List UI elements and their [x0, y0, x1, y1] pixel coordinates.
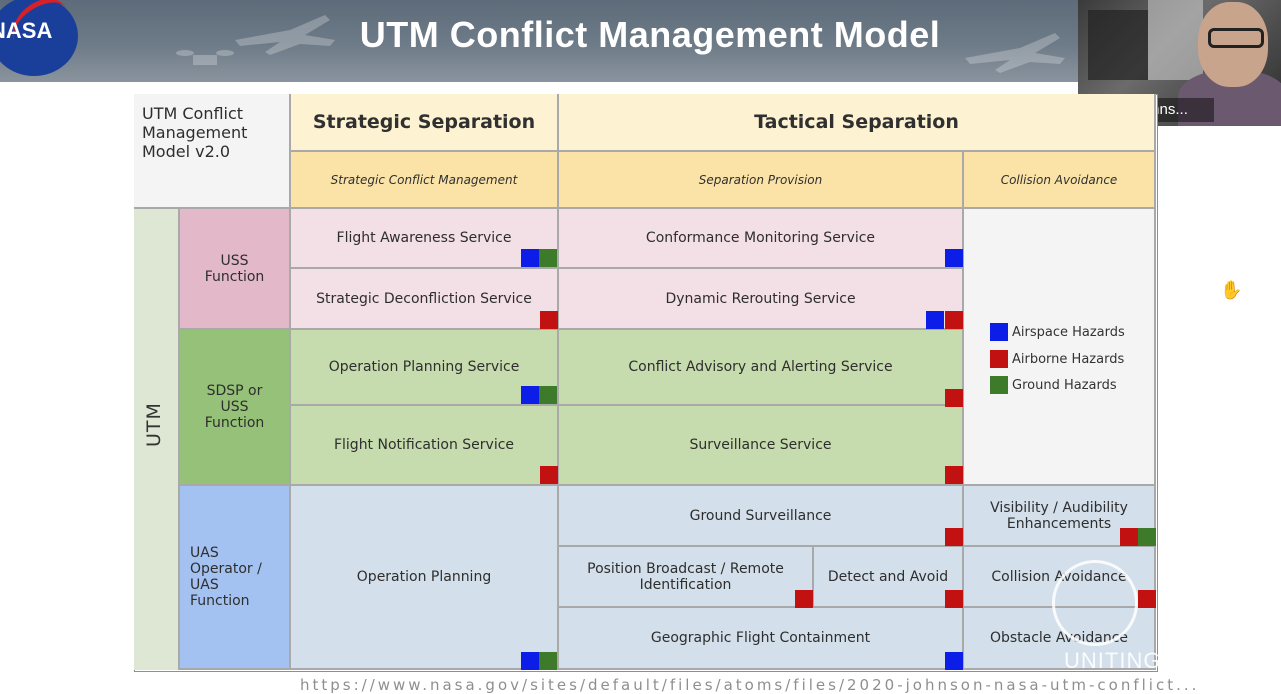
- legend-ground-hazards: Ground Hazards: [990, 376, 1117, 394]
- cell-visibility-audibility: Visibility / Audibility Enhancements: [964, 486, 1156, 547]
- visibility-text: Visibility / Audibility Enhancements: [990, 499, 1128, 532]
- hazard-airspace-marker: [521, 249, 539, 267]
- operation-planning-service-text: Operation Planning Service: [328, 359, 520, 375]
- legend-ground-swatch: [990, 376, 1008, 394]
- cell-flight-awareness-service: Flight Awareness Service: [291, 209, 559, 269]
- slide-title: UTM Conflict Management Model: [359, 14, 941, 55]
- cell-dynamic-rerouting-service: Dynamic Rerouting Service: [559, 269, 964, 330]
- legend-airborne-text: Airborne Hazards: [1012, 351, 1125, 367]
- video-background-shelf: [1088, 10, 1148, 80]
- legend-airborne-swatch: [990, 350, 1008, 368]
- hazard-airborne-marker: [540, 466, 558, 484]
- hazard-airborne-marker: [945, 466, 963, 484]
- legend-airborne-hazards: Airborne Hazards: [990, 350, 1124, 368]
- header-strategic-separation-text: Strategic Separation: [312, 111, 536, 133]
- hazard-ground-marker: [539, 249, 557, 267]
- airplane-silhouette-right: [965, 33, 1065, 73]
- cell-operation-planning-service: Operation Planning Service: [291, 330, 559, 406]
- hazard-airborne-marker: [1138, 590, 1156, 608]
- cell-position-broadcast: Position Broadcast / Remote Identificati…: [559, 547, 814, 608]
- geographic-containment-text: Geographic Flight Containment: [650, 630, 871, 646]
- cell-surveillance-service: Surveillance Service: [559, 406, 964, 486]
- slide-banner: NASA UTM Conflict Management Model: [0, 0, 1281, 82]
- subheader-separation-provision: Separation Provision: [559, 152, 964, 209]
- hazard-airborne-marker: [945, 311, 963, 329]
- cell-flight-notification-service: Flight Notification Service: [291, 406, 559, 486]
- group-uss-function: USS Function: [180, 209, 291, 330]
- detect-avoid-text: Detect and Avoid: [827, 568, 949, 585]
- drone-silhouette: [176, 50, 234, 65]
- legend-airspace-hazards: Airspace Hazards: [990, 323, 1125, 341]
- cell-detect-and-avoid: Detect and Avoid: [814, 547, 964, 608]
- hazard-airborne-marker: [795, 590, 813, 608]
- hazard-ground-marker: [539, 652, 557, 670]
- hand-cursor-icon: ✋: [1220, 280, 1243, 301]
- icao-seal-watermark: [1052, 560, 1138, 646]
- participant-glasses: [1208, 28, 1264, 48]
- table-corner-label: UTM Conflict Management Model v2.0: [134, 94, 291, 209]
- conflict-advisory-text: Conflict Advisory and Alerting Service: [628, 359, 893, 375]
- flight-notification-text: Flight Notification Service: [333, 437, 515, 453]
- position-broadcast-text: Position Broadcast / Remote Identificati…: [587, 560, 784, 593]
- legend-airspace-swatch: [990, 323, 1008, 341]
- legend-panel: [964, 209, 1156, 486]
- group-uas-function: UAS Operator / UAS Function: [180, 486, 291, 670]
- utm-side-column: [134, 209, 180, 670]
- video-background-window: [1148, 0, 1203, 80]
- hazard-airborne-marker: [945, 528, 963, 546]
- hazard-ground-marker: [539, 386, 557, 404]
- hazard-ground-marker: [1138, 528, 1156, 546]
- legend-ground-text: Ground Hazards: [1012, 377, 1117, 393]
- corner-label-text: UTM Conflict Management Model v2.0: [142, 104, 248, 161]
- hazard-airborne-marker: [945, 590, 963, 608]
- group-sdsp-text: SDSP or USS Function: [204, 383, 265, 431]
- conformance-monitoring-text: Conformance Monitoring Service: [645, 230, 876, 246]
- hazard-airborne-marker: [945, 389, 963, 407]
- hazard-airspace-marker: [926, 311, 944, 329]
- hazard-airspace-marker: [521, 386, 539, 404]
- hazard-airborne-marker: [1120, 528, 1138, 546]
- header-strategic-separation: Strategic Separation: [291, 94, 559, 152]
- operation-planning-text: Operation Planning: [356, 569, 492, 585]
- cell-ground-surveillance: Ground Surveillance: [559, 486, 964, 547]
- hazard-airborne-marker: [540, 311, 558, 329]
- cell-operation-planning: Operation Planning: [291, 486, 559, 670]
- subheader-strategic-text: Strategic Conflict Management: [330, 172, 518, 187]
- airplane-silhouette-left: [235, 15, 335, 55]
- subheader-collision-avoidance: Collision Avoidance: [964, 152, 1156, 209]
- nasa-logo: NASA: [0, 0, 80, 76]
- header-tactical-separation-text: Tactical Separation: [754, 111, 959, 133]
- cell-conflict-advisory-alerting-service: Conflict Advisory and Alerting Service: [559, 330, 964, 406]
- uniting-watermark: UNITING: [1064, 648, 1162, 673]
- cell-conformance-monitoring-service: Conformance Monitoring Service: [559, 209, 964, 269]
- footer-url: https://www.nasa.gov/sites/default/files…: [300, 676, 1200, 694]
- cell-geographic-flight-containment: Geographic Flight Containment: [559, 608, 964, 670]
- subheader-collision-avoidance-text: Collision Avoidance: [1000, 172, 1118, 187]
- hazard-airspace-marker: [945, 249, 963, 267]
- hazard-airspace-marker: [945, 652, 963, 670]
- hazard-airspace-marker: [521, 652, 539, 670]
- header-tactical-separation: Tactical Separation: [559, 94, 1156, 152]
- subheader-strategic-conflict-management: Strategic Conflict Management: [291, 152, 559, 209]
- participant-video[interactable]: [1078, 0, 1281, 126]
- group-sdsp-function: SDSP or USS Function: [180, 330, 291, 486]
- strategic-deconfliction-text: Strategic Deconfliction Service: [316, 290, 532, 307]
- surveillance-text: Surveillance Service: [689, 437, 832, 453]
- nasa-logo-text: NASA: [0, 18, 53, 43]
- subheader-separation-provision-text: Separation Provision: [698, 172, 823, 187]
- legend-airspace-text: Airspace Hazards: [1012, 324, 1125, 340]
- group-uas-text: UAS Operator / UAS Function: [190, 545, 262, 609]
- dynamic-rerouting-text: Dynamic Rerouting Service: [665, 290, 856, 307]
- group-uss-text: USS Function: [204, 252, 265, 285]
- utm-side-label: UTM: [143, 402, 165, 447]
- ground-surveillance-text: Ground Surveillance: [689, 507, 832, 524]
- flight-awareness-text: Flight Awareness Service: [336, 230, 512, 246]
- cell-strategic-deconfliction-service: Strategic Deconfliction Service: [291, 269, 559, 330]
